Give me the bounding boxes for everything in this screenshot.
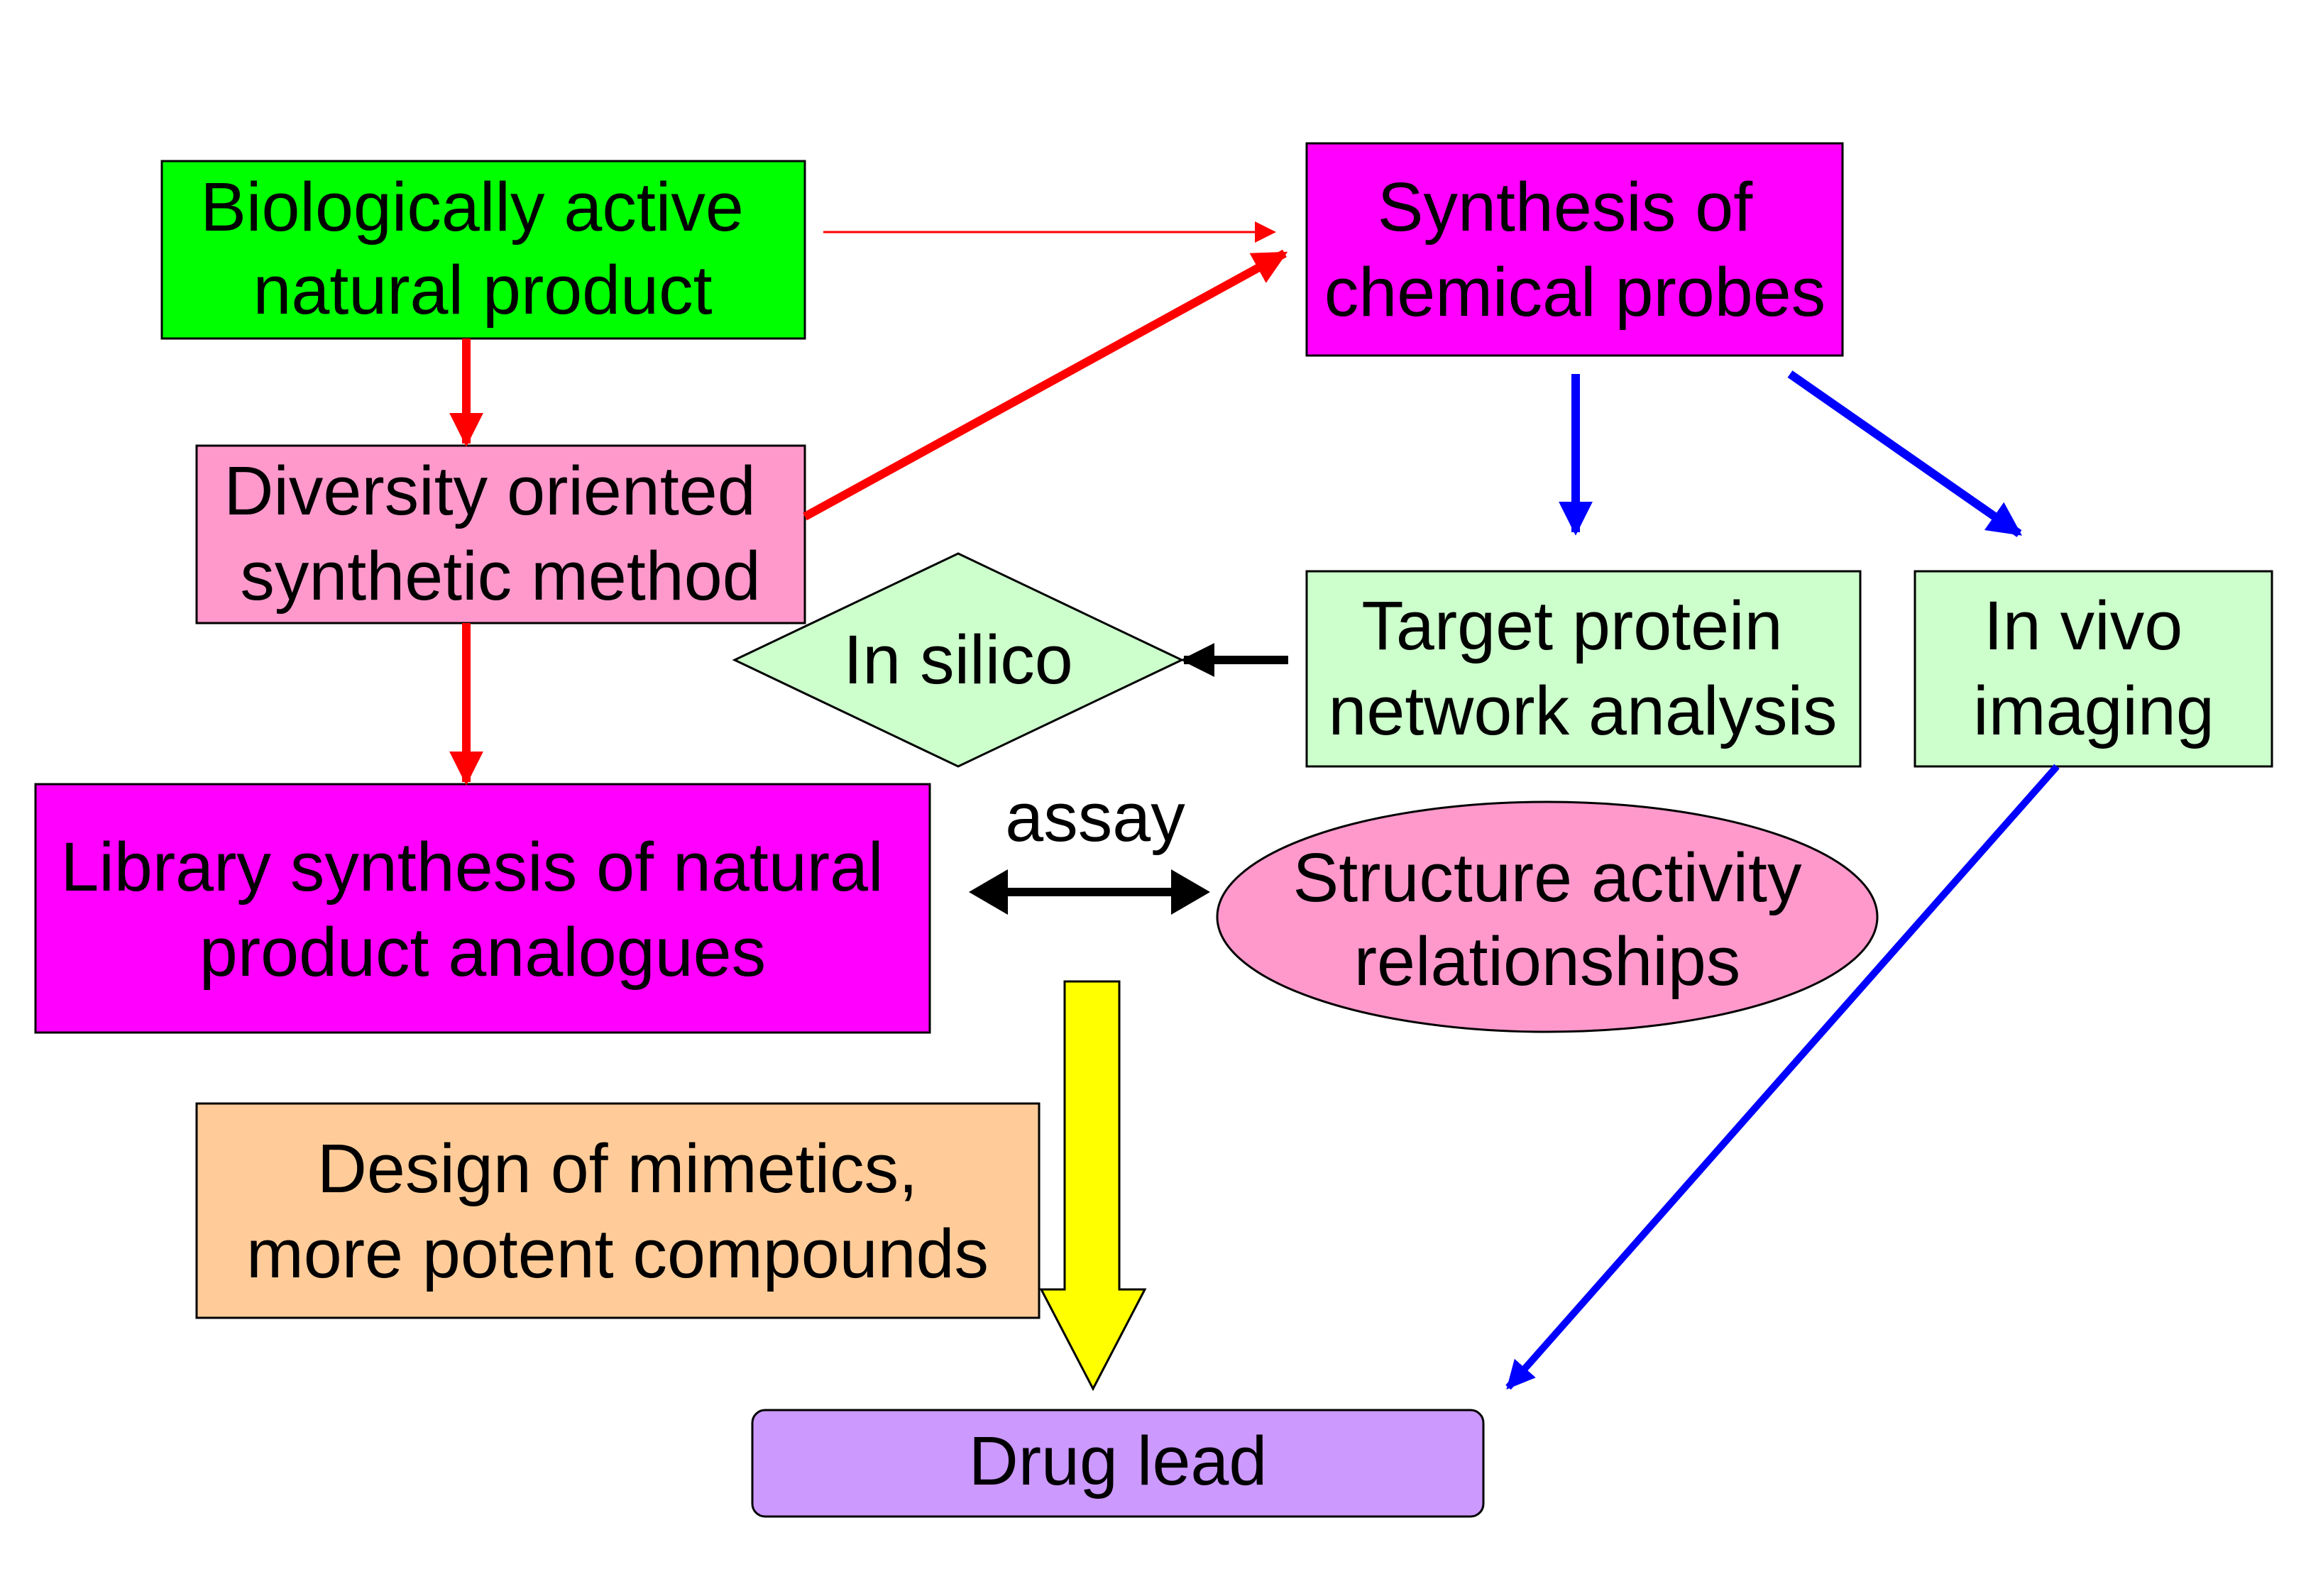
node-diversity-method: Diversity oriented synthetic method [195,444,806,624]
in-vivo-line2: imaging [1973,672,2214,749]
node-in-silico: In silico [732,552,1185,768]
arrow-probes-to-in-vivo [1787,370,2022,537]
node-natural-product: Biologically active natural product [160,160,806,340]
assay-label: assay [1005,778,1185,856]
node-synthesis-probes: Synthesis of chemical probes [1305,142,1844,357]
yellow-arrow-to-drug-lead [1039,980,1147,1392]
node-library-synthesis: Library synthesis of natural product ana… [34,783,931,1034]
arrow-in-vivo-to-drug-lead [1505,764,2060,1390]
drug-lead-label: Drug lead [969,1422,1268,1499]
natural-product-line1: Biologically active [200,168,744,246]
in-vivo-line1: In vivo [1984,587,2183,664]
in-silico-label: In silico [843,621,1072,698]
arrow-library-sar-double [969,869,1210,915]
sar-line1: Structure activity [1293,839,1802,916]
node-target-protein: Target protein network analysis [1305,570,1862,768]
diversity-method-line2: synthetic method [240,537,760,615]
target-protein-line2: network analysis [1328,672,1837,749]
design-mimetics-line1: Design of mimetics, [317,1130,918,1207]
node-design-mimetics: Design of mimetics, more potent compound… [195,1102,1041,1319]
natural-product-line2: natural product [253,251,712,329]
node-in-vivo: In vivo imaging [1914,570,2273,768]
synthesis-probes-line1: Synthesis of [1378,168,1753,246]
library-synthesis-line2: product analogues [199,913,766,991]
node-sar: Structure activity relationships [1216,800,1879,1033]
design-mimetics-line2: more potent compounds [246,1215,989,1292]
arrow-diversity-to-probes [803,249,1288,521]
node-drug-lead: Drug lead [751,1409,1485,1518]
target-protein-line1: Target protein [1361,587,1782,664]
sar-line2: relationships [1354,923,1741,1000]
library-synthesis-line1: Library synthesis of natural [60,828,883,906]
synthesis-probes-line2: chemical probes [1324,253,1825,331]
diversity-method-line1: Diversity oriented [224,452,755,529]
